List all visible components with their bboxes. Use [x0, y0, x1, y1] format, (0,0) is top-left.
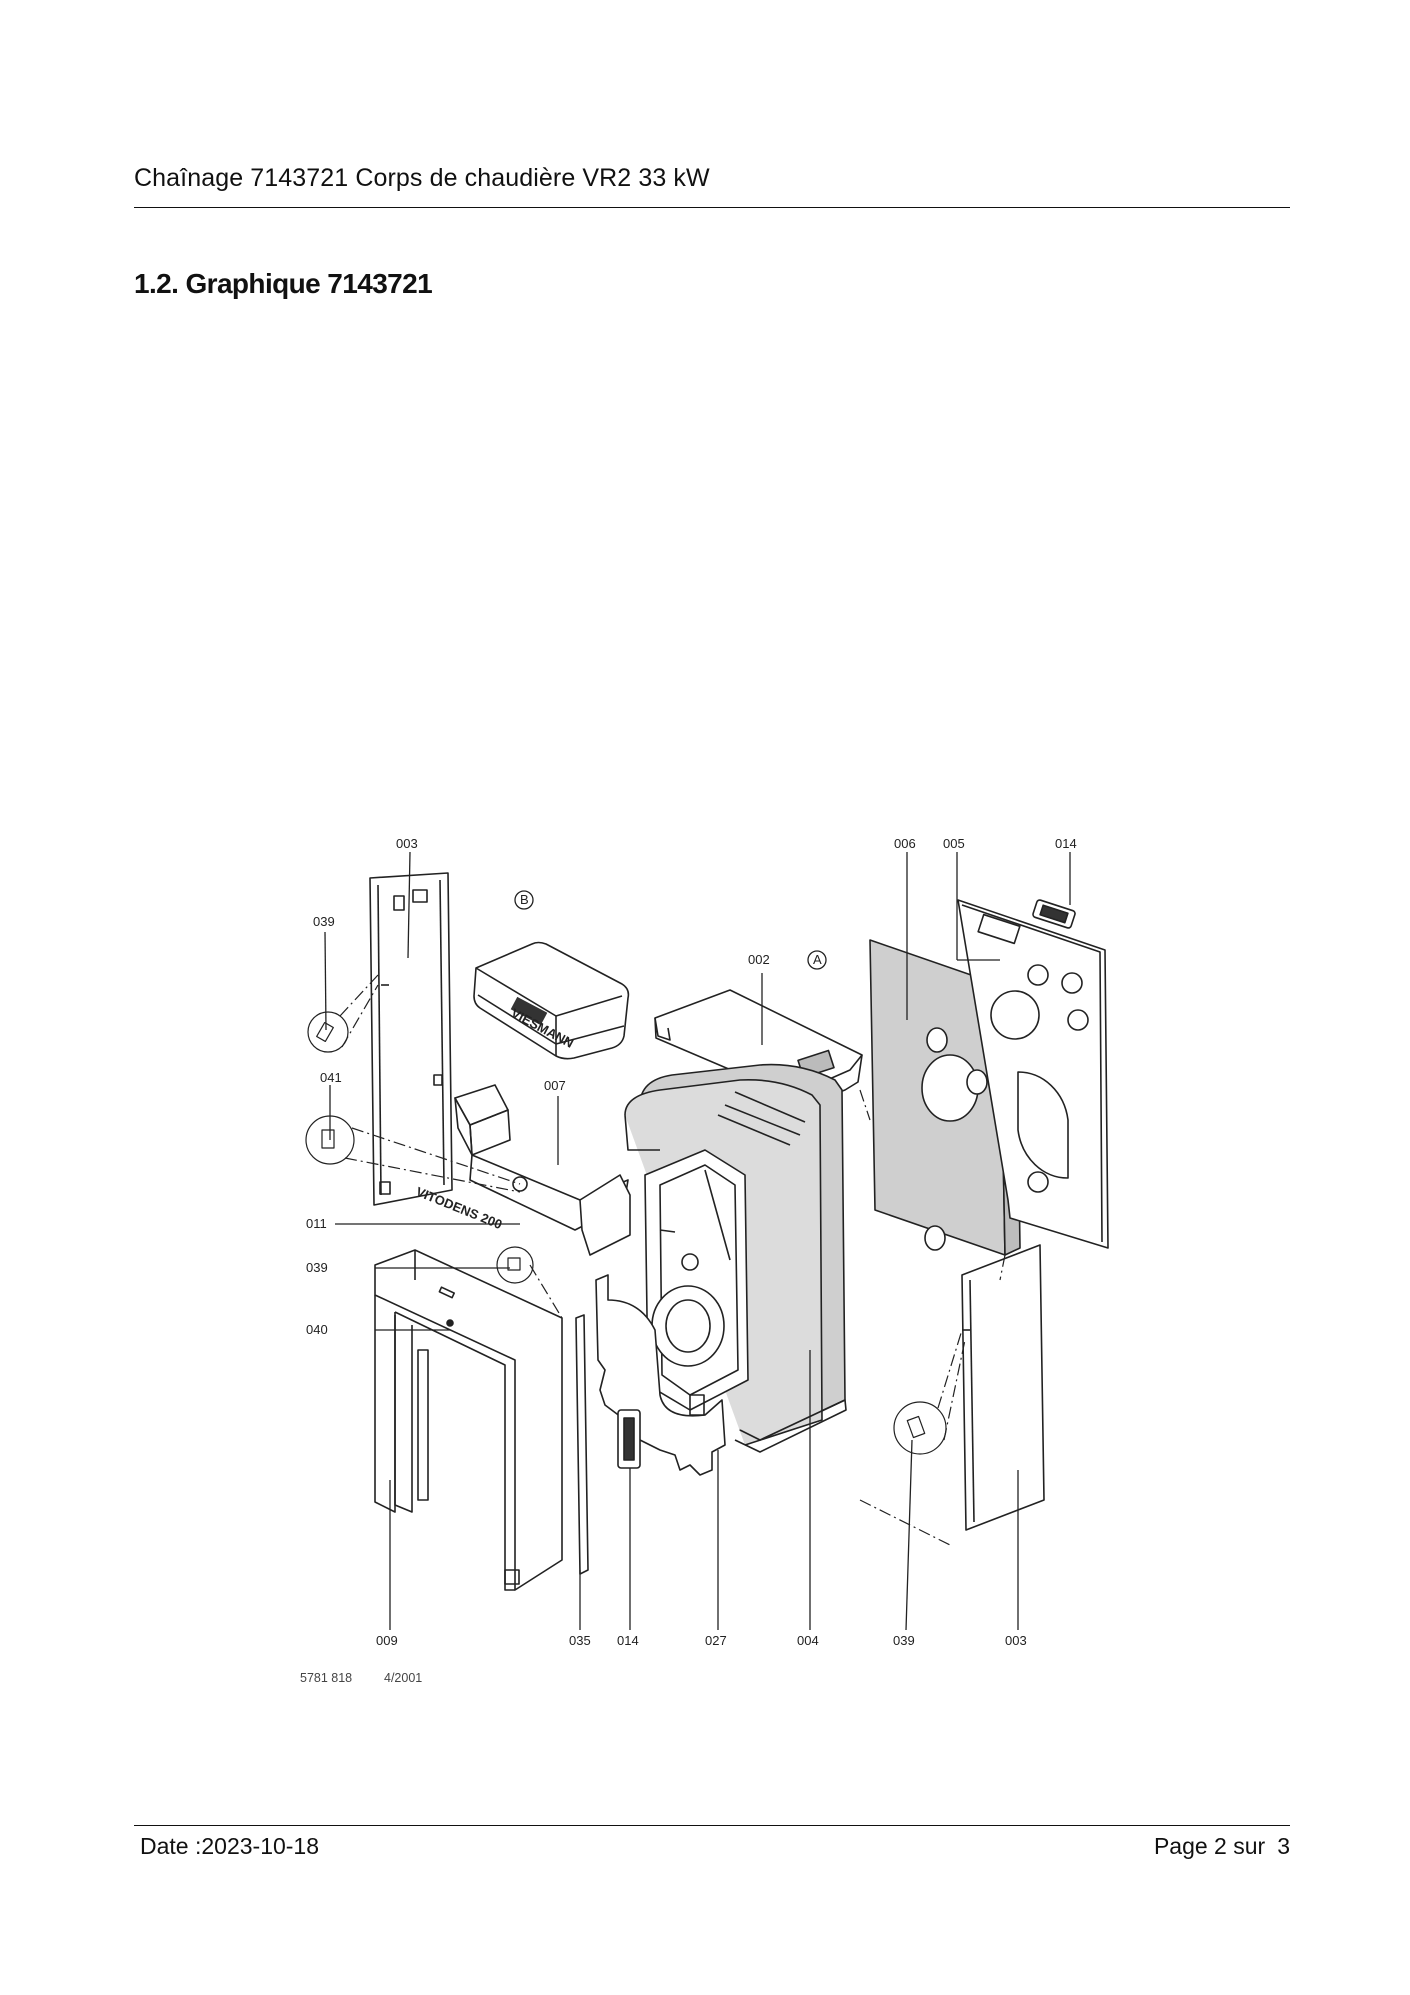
part-label-006: 006 [894, 836, 916, 851]
part-label-004: 004 [797, 1633, 819, 1648]
dash-dot-leaders [339, 974, 1006, 1546]
part-label-009: 009 [376, 1633, 398, 1648]
footer-divider [134, 1825, 1290, 1826]
front-plate-027 [595, 1274, 726, 1476]
grommet-014-bottom [617, 1409, 641, 1469]
burner-door-assembly [644, 1149, 749, 1411]
drawing-reference-date: 4/2001 [384, 1671, 422, 1685]
bracket-007 [454, 1084, 631, 1256]
part-label-002: 002 [748, 952, 770, 967]
part-label-003-top: 003 [396, 836, 418, 851]
part-label-040: 040 [306, 1322, 328, 1337]
front-panel-009 [374, 1249, 563, 1591]
drawing-reference-code: 5781 818 [300, 1671, 352, 1685]
part-label-005: 005 [943, 836, 965, 851]
header-divider [134, 207, 1290, 208]
side-panel-left-003 [369, 872, 453, 1206]
footer-page-number: Page 2 sur 3 [1154, 1833, 1290, 1860]
part-label-039-bottom: 039 [893, 1633, 915, 1648]
footer-page-total: 3 [1277, 1833, 1290, 1859]
model-text-on-panel: VITODENS 200 [414, 1184, 504, 1232]
part-label-014-top: 014 [1055, 836, 1077, 851]
callout-A: A [813, 952, 822, 967]
footer-date: Date :2023-10-18 [140, 1833, 320, 1859]
control-unit-B [473, 941, 630, 1060]
grommet-014-top [1032, 899, 1076, 929]
section-title: 1.2. Graphique 7143721 [134, 268, 433, 299]
leader-lines [324, 851, 1071, 1631]
callout-circles [514, 890, 827, 970]
seal-strip-035 [575, 1314, 589, 1575]
side-panel-right-003 [961, 1244, 1045, 1531]
rear-panel-005 [957, 899, 1109, 1249]
part-label-011: 011 [306, 1216, 327, 1231]
part-label-039-mid: 039 [306, 1260, 328, 1275]
part-label-027: 027 [705, 1633, 727, 1648]
part-label-041: 041 [320, 1070, 342, 1085]
footer-page-label: Page 2 sur [1153, 1833, 1266, 1859]
callout-B: B [520, 892, 529, 907]
part-label-014-bottom: 014 [617, 1633, 639, 1648]
part-label-039-top: 039 [313, 914, 335, 929]
part-label-003-bottom: 003 [1005, 1633, 1027, 1648]
document-header-title: Chaînage 7143721 Corps de chaudière VR2 … [134, 164, 710, 192]
part-label-035: 035 [569, 1633, 591, 1648]
detail-circles [305, 1011, 947, 1455]
part-label-007: 007 [544, 1078, 566, 1093]
